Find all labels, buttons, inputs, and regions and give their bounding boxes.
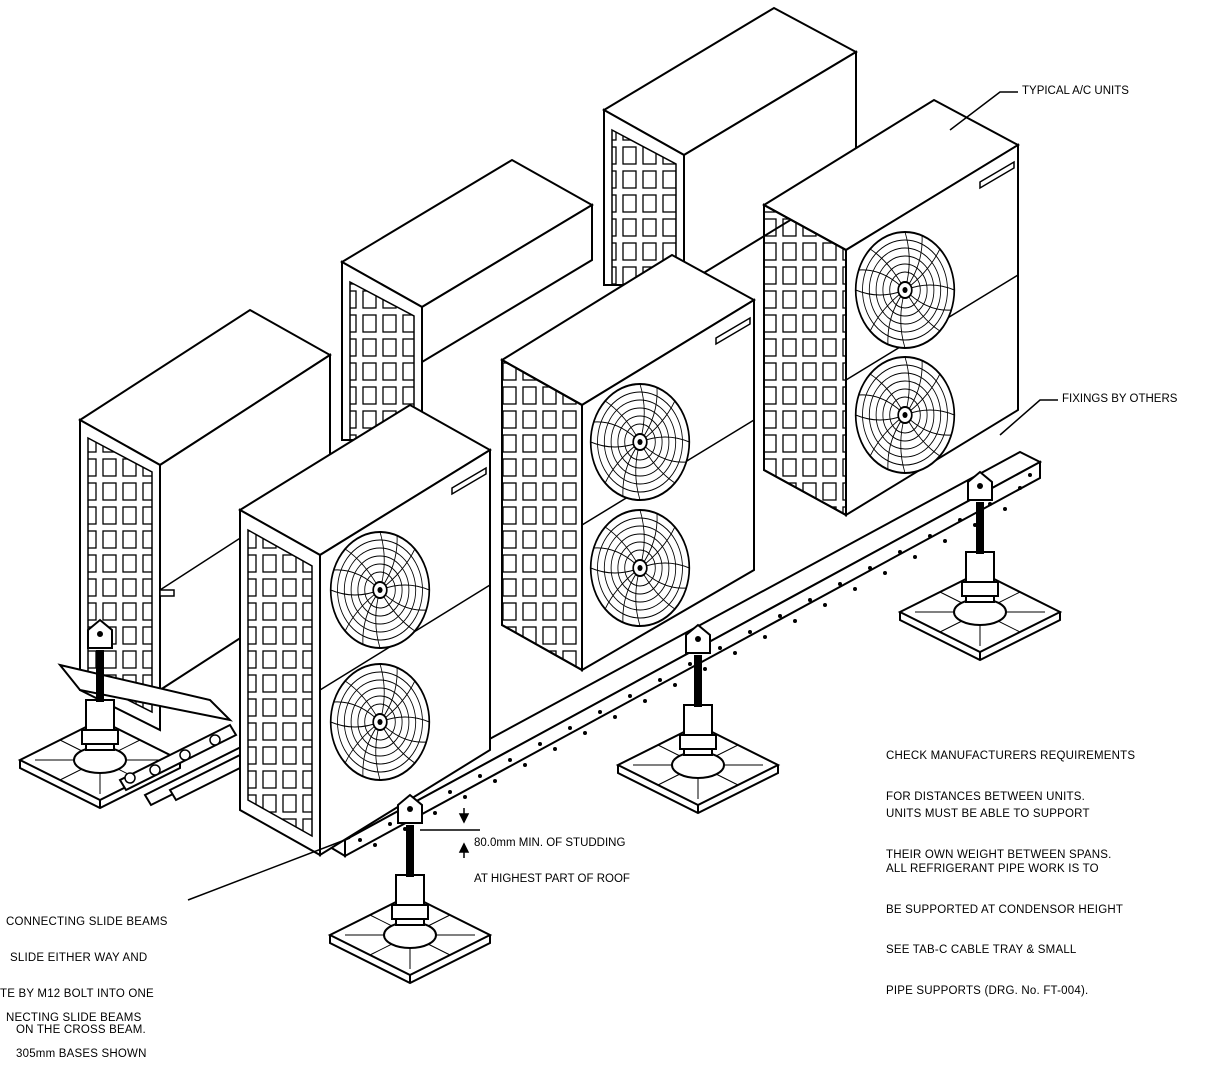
note-distances: CHECK MANUFACTURERS REQUIREMENTS FOR DIS… xyxy=(886,723,1135,818)
front-unit-left xyxy=(238,403,492,857)
note-pipework: ALL REFRIGERANT PIPE WORK IS TO BE SUPPO… xyxy=(886,836,1123,1012)
back-unit-right xyxy=(602,6,859,287)
note-line: THEIR OWN WEIGHT BETWEEN SPANS. xyxy=(886,848,1112,861)
note-line: 305mm BASES SHOWN xyxy=(16,1048,147,1060)
note-line: FOR DISTANCES BETWEEN UNITS. xyxy=(886,790,1085,803)
note-line: CONNECTING SLIDE BEAMS xyxy=(6,916,168,928)
note-line: NECTING SLIDE BEAMS xyxy=(6,1012,142,1024)
note-bases: NECTING SLIDE BEAMS 305mm BASES SHOWN xyxy=(6,988,147,1072)
note-line: BE SUPPORTED AT CONDENSOR HEIGHT xyxy=(886,903,1124,916)
note-line: ALL REFRIGERANT PIPE WORK IS TO xyxy=(886,863,1099,875)
fixings-label: FIXINGS BY OTHERS xyxy=(1062,393,1178,405)
front-unit-middle xyxy=(500,253,756,672)
note-line: SLIDE EITHER WAY AND xyxy=(10,952,148,964)
note-line: UNITS MUST BE ABLE TO SUPPORT xyxy=(886,808,1090,820)
isometric-drawing xyxy=(19,6,1061,984)
studding-label: 80.0mm MIN. OF STUDDING AT HIGHEST PART … xyxy=(474,813,630,897)
studding-line-2: AT HIGHEST PART OF ROOF xyxy=(474,873,630,885)
note-weight: UNITS MUST BE ABLE TO SUPPORT THEIR OWN … xyxy=(886,781,1112,876)
front-foot-2 xyxy=(617,624,779,814)
note-line: SEE TAB-C CABLE TRAY & SMALL xyxy=(886,944,1077,956)
front-unit-right xyxy=(762,98,1021,517)
studding-line-1: 80.0mm MIN. OF STUDDING xyxy=(474,837,626,849)
note-line: PIPE SUPPORTS (DRG. No. FT-004). xyxy=(886,984,1089,997)
leader-lines xyxy=(187,91,1058,901)
front-foot-3 xyxy=(899,471,1061,661)
cross-beam xyxy=(322,450,1043,858)
note-line: TE BY M12 BOLT INTO ONE xyxy=(0,988,154,1000)
note-line: CHECK MANUFACTURERS REQUIREMENTS xyxy=(886,750,1136,762)
typical-units-label: TYPICAL A/C UNITS xyxy=(1022,85,1129,97)
back-unit-middle xyxy=(340,158,594,441)
